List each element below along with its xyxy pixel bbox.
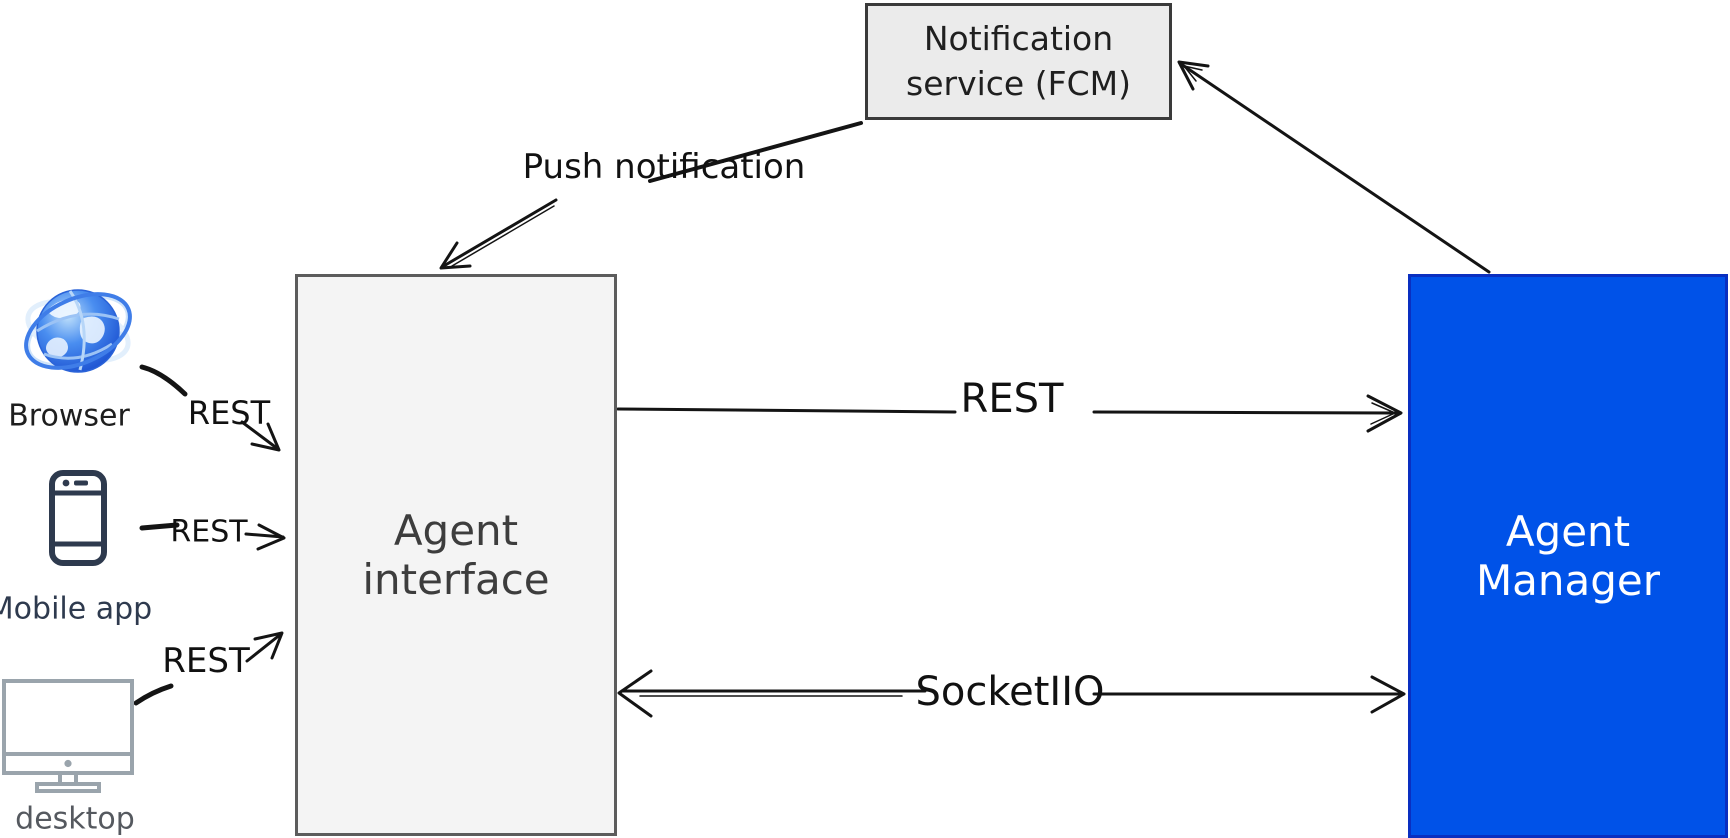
desktop-rest-arrow [133, 631, 284, 706]
globe-icon [24, 289, 132, 373]
monitor-icon [2, 679, 134, 793]
browser-label: Browser [8, 398, 130, 434]
notification-service-label: Notification service (FCM) [906, 18, 1131, 103]
desktop-rest-edge-label: REST [162, 641, 250, 681]
push-notification-arrow [439, 121, 863, 270]
smartphone-icon [49, 470, 107, 566]
notification-service-node: Notification service (FCM) [865, 3, 1172, 120]
agent-interface-label: Agent interface [362, 506, 550, 604]
agent-manager-label: Agent Manager [1475, 507, 1661, 605]
agent-manager-node: Agent Manager [1408, 274, 1728, 838]
browser-rest-arrow [139, 364, 281, 452]
desktop-label: desktop [15, 801, 135, 837]
interface-manager-rest-edge-label: REST [960, 376, 1064, 422]
manager-notification-arrow [1177, 60, 1491, 274]
mobile-rest-arrow [139, 522, 286, 551]
interface-manager-socket-edge-label: SocketIIO [915, 669, 1105, 715]
push-notification-edge-label: Push notification [522, 147, 806, 187]
agent-interface-node: Agent interface [295, 274, 617, 836]
interface-manager-rest-arrow [616, 394, 1403, 433]
browser-rest-edge-label: REST [187, 394, 271, 432]
mobile-rest-edge-label: REST [170, 514, 248, 550]
mobile-app-label: Mobile app [0, 591, 153, 627]
interface-manager-socket-arrow [617, 669, 1406, 718]
